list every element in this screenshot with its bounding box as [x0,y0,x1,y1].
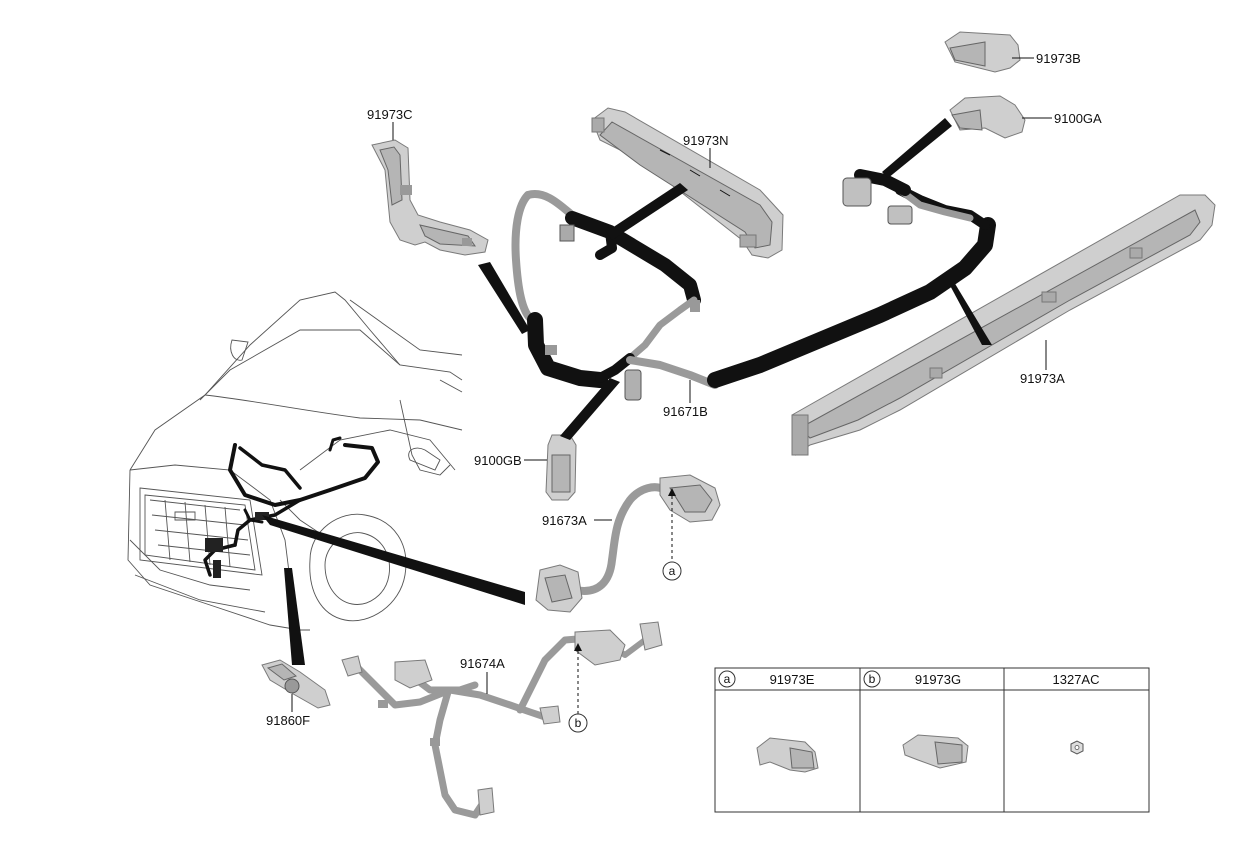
label-91860f: 91860F [266,713,310,728]
part-91671b-harness [511,169,996,401]
part-91973c [371,139,489,256]
legend-part-91973e: 91973E [770,672,815,687]
callout-91973b: 91973B [1012,51,1081,66]
label-9100gb: 9100GB [474,453,522,468]
part-91973a [791,194,1216,456]
legend-part-91973g: 91973G [915,672,961,687]
callout-91674a: 91674A [460,656,505,694]
callout-91673a: 91673A [542,513,612,528]
label-91973b: 91973B [1036,51,1081,66]
legend-ref-b: b [869,672,876,686]
engine-bay-harness [203,436,380,578]
ref-b: b [568,643,588,733]
legend-ref-a: a [724,672,731,686]
callout-9100ga: 9100GA [1022,111,1102,126]
part-91860f [261,659,331,709]
label-91674a: 91674A [460,656,505,671]
legend-image-91973e [756,737,819,773]
ref-a-letter: a [669,564,676,578]
part-9100ga [949,95,1026,139]
legend-image-1327ac [1070,740,1084,755]
callout-91973n: 91973N [683,133,729,168]
label-91973c: 91973C [367,107,413,122]
label-91671b: 91671B [663,404,708,419]
callout-91973a: 91973A [1020,340,1065,386]
label-91973a: 91973A [1020,371,1065,386]
pointer-wedges [262,118,992,665]
part-91973n [591,107,784,259]
callout-91973c: 91973C [367,107,413,140]
label-9100ga: 9100GA [1054,111,1102,126]
callout-91860f: 91860F [266,694,310,728]
label-91973n: 91973N [683,133,729,148]
ref-b-letter: b [575,716,582,730]
part-91674a-harness [341,621,663,819]
vehicle-outline [127,291,463,631]
part-9100gb [545,434,577,501]
callout-9100gb: 9100GB [474,453,547,468]
legend-table: a 91973E b 91973G 1327AC [714,667,1150,813]
part-91673a-harness [535,474,721,613]
label-91673a: 91673A [542,513,587,528]
legend-part-1327ac: 1327AC [1053,672,1100,687]
callout-91671b: 91671B [663,380,708,419]
legend-image-91973g [902,734,969,769]
ref-a: a [662,488,682,581]
part-91973b [944,31,1021,73]
